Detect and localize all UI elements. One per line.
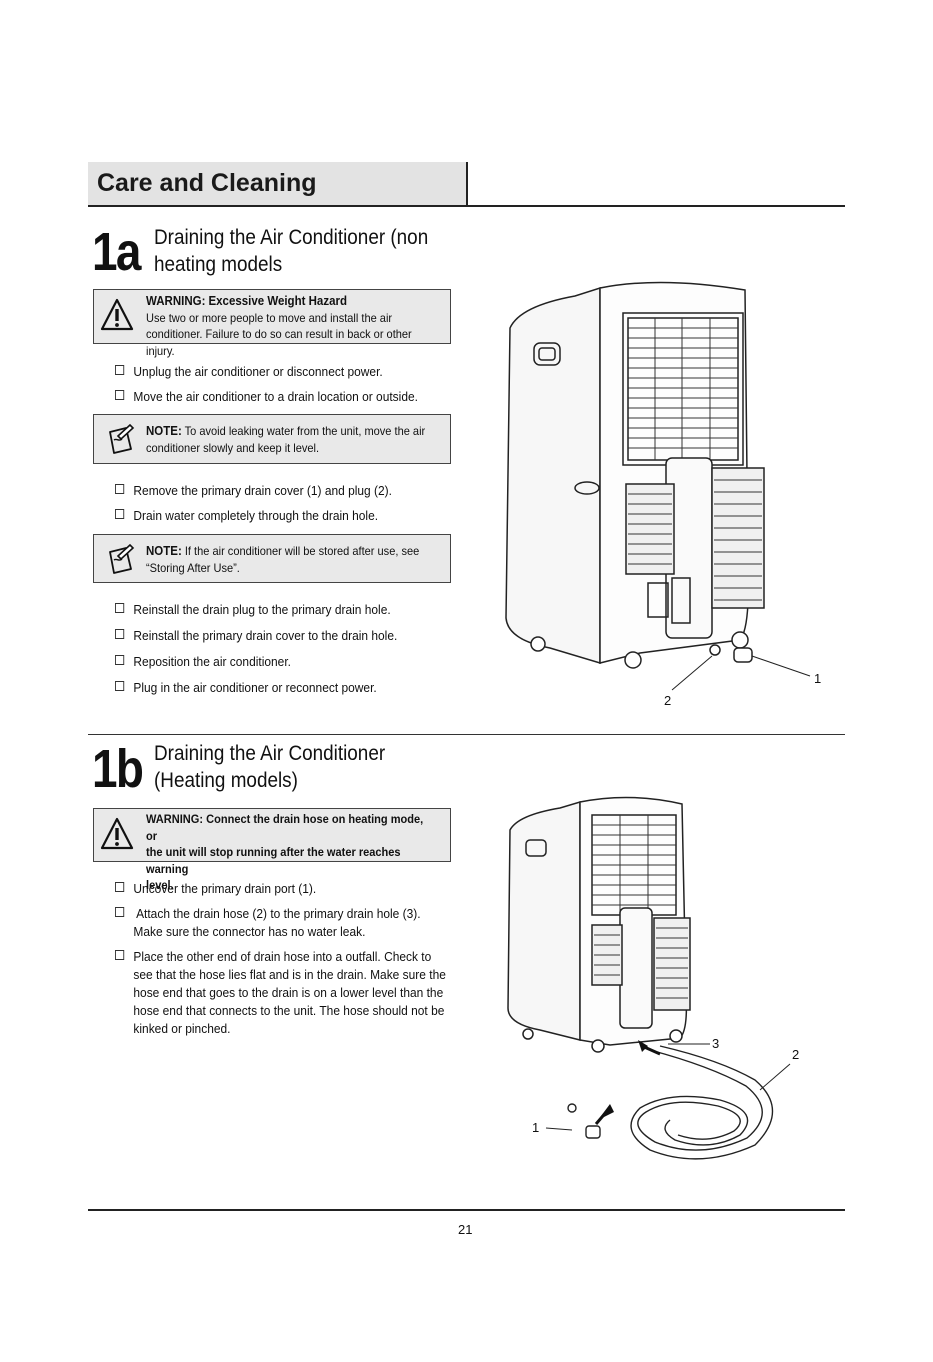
note-label: NOTE:	[146, 424, 182, 438]
warning-text-1a: WARNING: Excessive Weight Hazard Use two…	[146, 293, 426, 359]
list-item: Unplug the air conditioner or disconnect…	[115, 363, 418, 381]
warning-line: conditioner. Failure to do so can result…	[146, 327, 412, 358]
section-number-1b: 1b	[92, 739, 144, 799]
step-list-2: Remove the primary drain cover (1) and p…	[115, 482, 392, 525]
air-conditioner-rear-illustration-1a	[505, 281, 811, 691]
section-title-1b-line1: Draining the Air Conditioner	[154, 742, 386, 765]
section-title-1b: Draining the Air Conditioner (Heating mo…	[154, 740, 385, 794]
note-text-1: NOTE: To avoid leaking water from the un…	[146, 424, 426, 455]
checkbox-icon	[115, 509, 125, 519]
header-rule	[88, 205, 845, 207]
list-item: Reposition the air conditioner.	[115, 653, 397, 671]
warning-box-1a: WARNING: Excessive Weight Hazard Use two…	[93, 289, 451, 358]
step-list-1: Unplug the air conditioner or disconnect…	[115, 363, 418, 406]
section-title-1a-line1: Draining the Air Conditioner (non	[154, 226, 429, 249]
list-item: Reinstall the drain plug to the primary …	[115, 601, 397, 619]
list-item: Plug in the air conditioner or reconnect…	[115, 679, 397, 697]
callout-3-label: 3	[712, 1036, 720, 1051]
list-item: Uncover the primary drain port (1).	[115, 880, 446, 898]
checkbox-icon	[115, 655, 125, 665]
air-conditioner-hose-illustration-1b	[507, 796, 791, 1160]
warning-triangle-icon	[100, 817, 134, 850]
list-item: Remove the primary drain cover (1) and p…	[115, 482, 392, 500]
step-list-1b: Uncover the primary drain port (1). Atta…	[115, 880, 446, 1038]
checkbox-icon	[115, 629, 125, 639]
list-item: Attach the drain hose (2) to the primary…	[115, 905, 446, 941]
checkbox-icon	[115, 907, 125, 917]
note-pencil-icon	[109, 543, 135, 574]
section-number-1a: 1a	[92, 222, 141, 282]
list-item: Reinstall the primary drain cover to the…	[115, 627, 397, 645]
warning-label: WARNING:	[146, 294, 206, 308]
checkbox-icon	[115, 681, 125, 691]
section-title-1b-line2: (Heating models)	[154, 769, 298, 792]
warning-text-1b: WARNING: Connect the drain hose on heati…	[146, 812, 424, 892]
footer-rule	[88, 1209, 845, 1211]
list-item: Move the air conditioner to a drain loca…	[115, 388, 418, 406]
step-list-3: Reinstall the drain plug to the primary …	[115, 601, 397, 697]
warning-triangle-icon	[100, 298, 134, 331]
checkbox-icon	[115, 603, 125, 613]
list-item: Drain water completely through the drain…	[115, 507, 392, 525]
section-title-1a: Draining the Air Conditioner (non heatin…	[154, 224, 428, 278]
warning-line: Use two or more people to move and insta…	[146, 310, 393, 325]
warning-heading: Excessive Weight Hazard	[208, 294, 347, 308]
note-text-2: NOTE: If the air conditioner will be sto…	[146, 544, 420, 575]
callout-2-label: 2	[664, 693, 672, 708]
section-divider	[88, 734, 845, 735]
page-title: Care and Cleaning	[97, 169, 317, 197]
note-label: NOTE:	[146, 544, 182, 558]
checkbox-icon	[115, 390, 125, 400]
header-divider	[466, 162, 468, 206]
note-box-2: NOTE: If the air conditioner will be sto…	[93, 534, 451, 583]
callout-1-label: 1	[532, 1120, 540, 1135]
checkbox-icon	[115, 950, 125, 960]
note-box-1: NOTE: To avoid leaking water from the un…	[93, 414, 451, 464]
checkbox-icon	[115, 484, 125, 494]
section-title-1a-line2: heating models	[154, 253, 283, 276]
checkbox-icon	[115, 882, 125, 892]
note-pencil-icon	[109, 423, 135, 454]
callout-2-label: 2	[792, 1047, 800, 1062]
page-number: 21	[458, 1222, 473, 1237]
checkbox-icon	[115, 365, 125, 375]
warning-box-1b: WARNING: Connect the drain hose on heati…	[93, 808, 451, 892]
warning-label: WARNING:	[146, 812, 204, 826]
list-item: Place the other end of drain hose into a…	[115, 948, 446, 1038]
section-header-bar	[88, 162, 466, 205]
callout-1-label: 1	[814, 671, 822, 686]
